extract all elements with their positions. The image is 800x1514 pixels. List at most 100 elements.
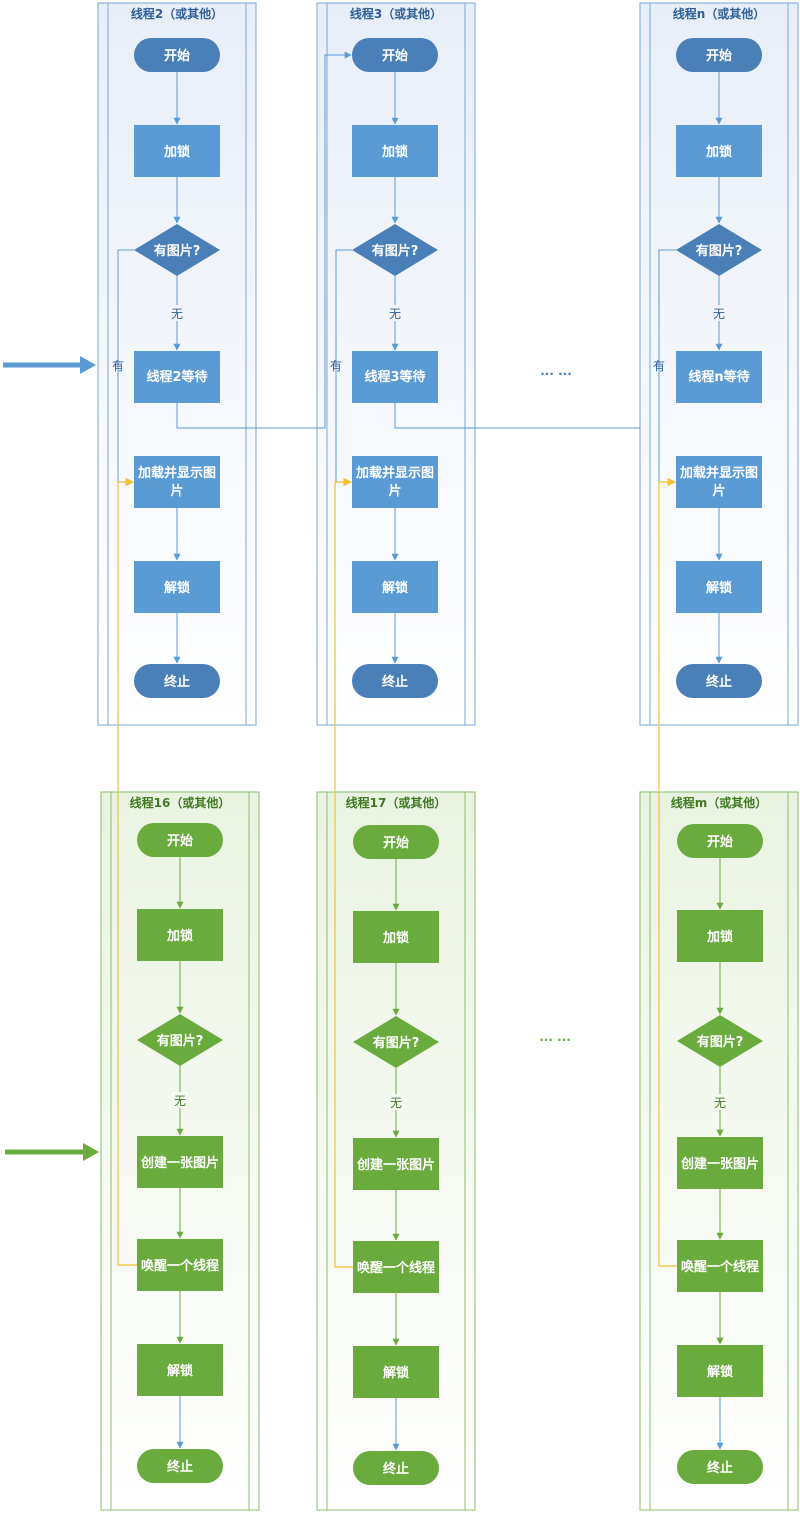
start-label: 开始 xyxy=(383,835,409,851)
start-node xyxy=(677,824,763,858)
svg-text:片: 片 xyxy=(170,483,183,499)
yes-edge-label: 有 xyxy=(653,359,665,373)
lock-label: 加锁 xyxy=(163,144,190,160)
has-image-decision xyxy=(352,224,438,276)
start-label: 开始 xyxy=(167,833,193,849)
end-node xyxy=(352,664,438,698)
wake-thread-label: 唤醒一个线程 xyxy=(357,1260,435,1276)
load-show-step xyxy=(352,456,438,508)
lock-step xyxy=(353,911,439,963)
end-node xyxy=(137,1449,223,1483)
unlock-label: 解锁 xyxy=(166,1363,193,1379)
wait-step xyxy=(352,351,438,403)
no-edge-label: 无 xyxy=(713,307,725,321)
end-label: 终止 xyxy=(164,674,190,690)
lock-label: 加锁 xyxy=(382,930,409,946)
load-show-step xyxy=(676,456,762,508)
create-image-label: 创建一张图片 xyxy=(680,1156,759,1172)
decision-label: 有图片? xyxy=(372,243,419,259)
wake-connector-1 xyxy=(117,477,137,1266)
decision-label: 有图片? xyxy=(157,1033,204,1049)
entry-arrow-green xyxy=(5,1143,99,1161)
lock-label: 加锁 xyxy=(381,144,408,160)
producer-lane-1: 线程16（或其他） 开始 加锁 有图片? 无 创建一张图片 唤醒一个线程 解锁 … xyxy=(100,791,260,1511)
no-edge-label: 无 xyxy=(714,1096,726,1110)
unlock-step xyxy=(137,1344,223,1396)
unlock-step xyxy=(353,1346,439,1398)
lane-title: 线程n（或其他） xyxy=(673,6,766,21)
wait-label: 线程2等待 xyxy=(146,369,207,385)
ellipsis-top: ··· ··· xyxy=(540,367,572,381)
wait-to-next-connector xyxy=(394,403,640,429)
create-image-step xyxy=(677,1137,763,1189)
lock-label: 加锁 xyxy=(166,928,193,944)
wake-thread-step xyxy=(353,1241,439,1293)
no-edge-label: 无 xyxy=(174,1094,186,1108)
end-node xyxy=(676,664,762,698)
lock-step xyxy=(677,910,763,962)
create-image-step xyxy=(353,1138,439,1190)
lock-step xyxy=(352,125,438,177)
end-node xyxy=(134,664,220,698)
decision-label: 有图片? xyxy=(154,243,201,259)
lock-step xyxy=(676,125,762,177)
unlock-step xyxy=(134,561,220,613)
end-node xyxy=(353,1451,439,1485)
consumer-lane-2: 线程3（或其他） 开始 加锁 有图片? 无 线程3等待 有 加载并显示图 片 解… xyxy=(316,2,476,726)
start-node xyxy=(137,823,223,857)
svg-text:加载并显示图: 加载并显示图 xyxy=(137,465,216,481)
lock-label: 加锁 xyxy=(705,144,732,160)
unlock-step xyxy=(677,1345,763,1397)
wait-label: 线程n等待 xyxy=(688,369,749,385)
producer-lane-m: 线程m（或其他） 开始 加锁 有图片? 无 创建一张图片 唤醒一个线程 解锁 终… xyxy=(639,791,799,1511)
ellipsis-bottom: ··· ··· xyxy=(539,1033,571,1047)
wake-thread-label: 唤醒一个线程 xyxy=(681,1259,759,1275)
create-image-label: 创建一张图片 xyxy=(140,1155,219,1171)
wake-thread-step xyxy=(677,1240,763,1292)
unlock-label: 解锁 xyxy=(381,580,408,596)
end-label: 终止 xyxy=(706,674,732,690)
has-image-decision xyxy=(677,1015,763,1067)
end-node xyxy=(677,1450,763,1484)
consumer-lane-1: 线程2（或其他） 开始 加锁 有图片? 无 线程2等待 有 加载并显示图 片 解… xyxy=(97,2,257,726)
end-label: 终止 xyxy=(707,1460,733,1476)
wait-step xyxy=(676,351,762,403)
has-image-decision xyxy=(353,1016,439,1068)
svg-text:片: 片 xyxy=(388,483,401,499)
unlock-label: 解锁 xyxy=(705,580,732,596)
start-label: 开始 xyxy=(707,834,733,850)
wait-step xyxy=(134,351,220,403)
start-label: 开始 xyxy=(164,48,190,64)
lane-title: 线程3（或其他） xyxy=(350,6,442,21)
no-edge-label: 无 xyxy=(390,1096,402,1110)
no-edge-label: 无 xyxy=(171,307,183,321)
unlock-step xyxy=(676,561,762,613)
svg-text:加载并显示图: 加载并显示图 xyxy=(679,465,758,481)
yes-edge-label: 有 xyxy=(112,359,124,373)
start-node xyxy=(352,38,438,72)
lane-title: 线程m（或其他） xyxy=(671,795,768,810)
unlock-step xyxy=(352,561,438,613)
decision-label: 有图片? xyxy=(373,1035,420,1051)
entry-arrow-blue xyxy=(3,356,96,374)
load-show-step xyxy=(134,456,220,508)
wait-to-next-connector xyxy=(176,51,352,429)
has-image-decision xyxy=(134,224,220,276)
wait-label: 线程3等待 xyxy=(364,369,425,385)
lock-step xyxy=(134,125,220,177)
end-label: 终止 xyxy=(382,674,408,690)
start-node xyxy=(353,825,439,859)
lane-title: 线程2（或其他） xyxy=(131,6,223,21)
lane-title: 线程17（或其他） xyxy=(346,795,447,810)
wake-connector-m xyxy=(658,477,677,1267)
lock-step xyxy=(137,909,223,961)
wake-thread-step xyxy=(137,1239,223,1291)
unlock-label: 解锁 xyxy=(706,1364,733,1380)
svg-text:加载并显示图: 加载并显示图 xyxy=(355,465,434,481)
lane-title: 线程16（或其他） xyxy=(130,795,231,810)
start-label: 开始 xyxy=(706,48,732,64)
end-label: 终止 xyxy=(383,1461,409,1477)
decision-label: 有图片? xyxy=(696,243,743,259)
unlock-label: 解锁 xyxy=(163,580,190,596)
start-node xyxy=(134,38,220,72)
